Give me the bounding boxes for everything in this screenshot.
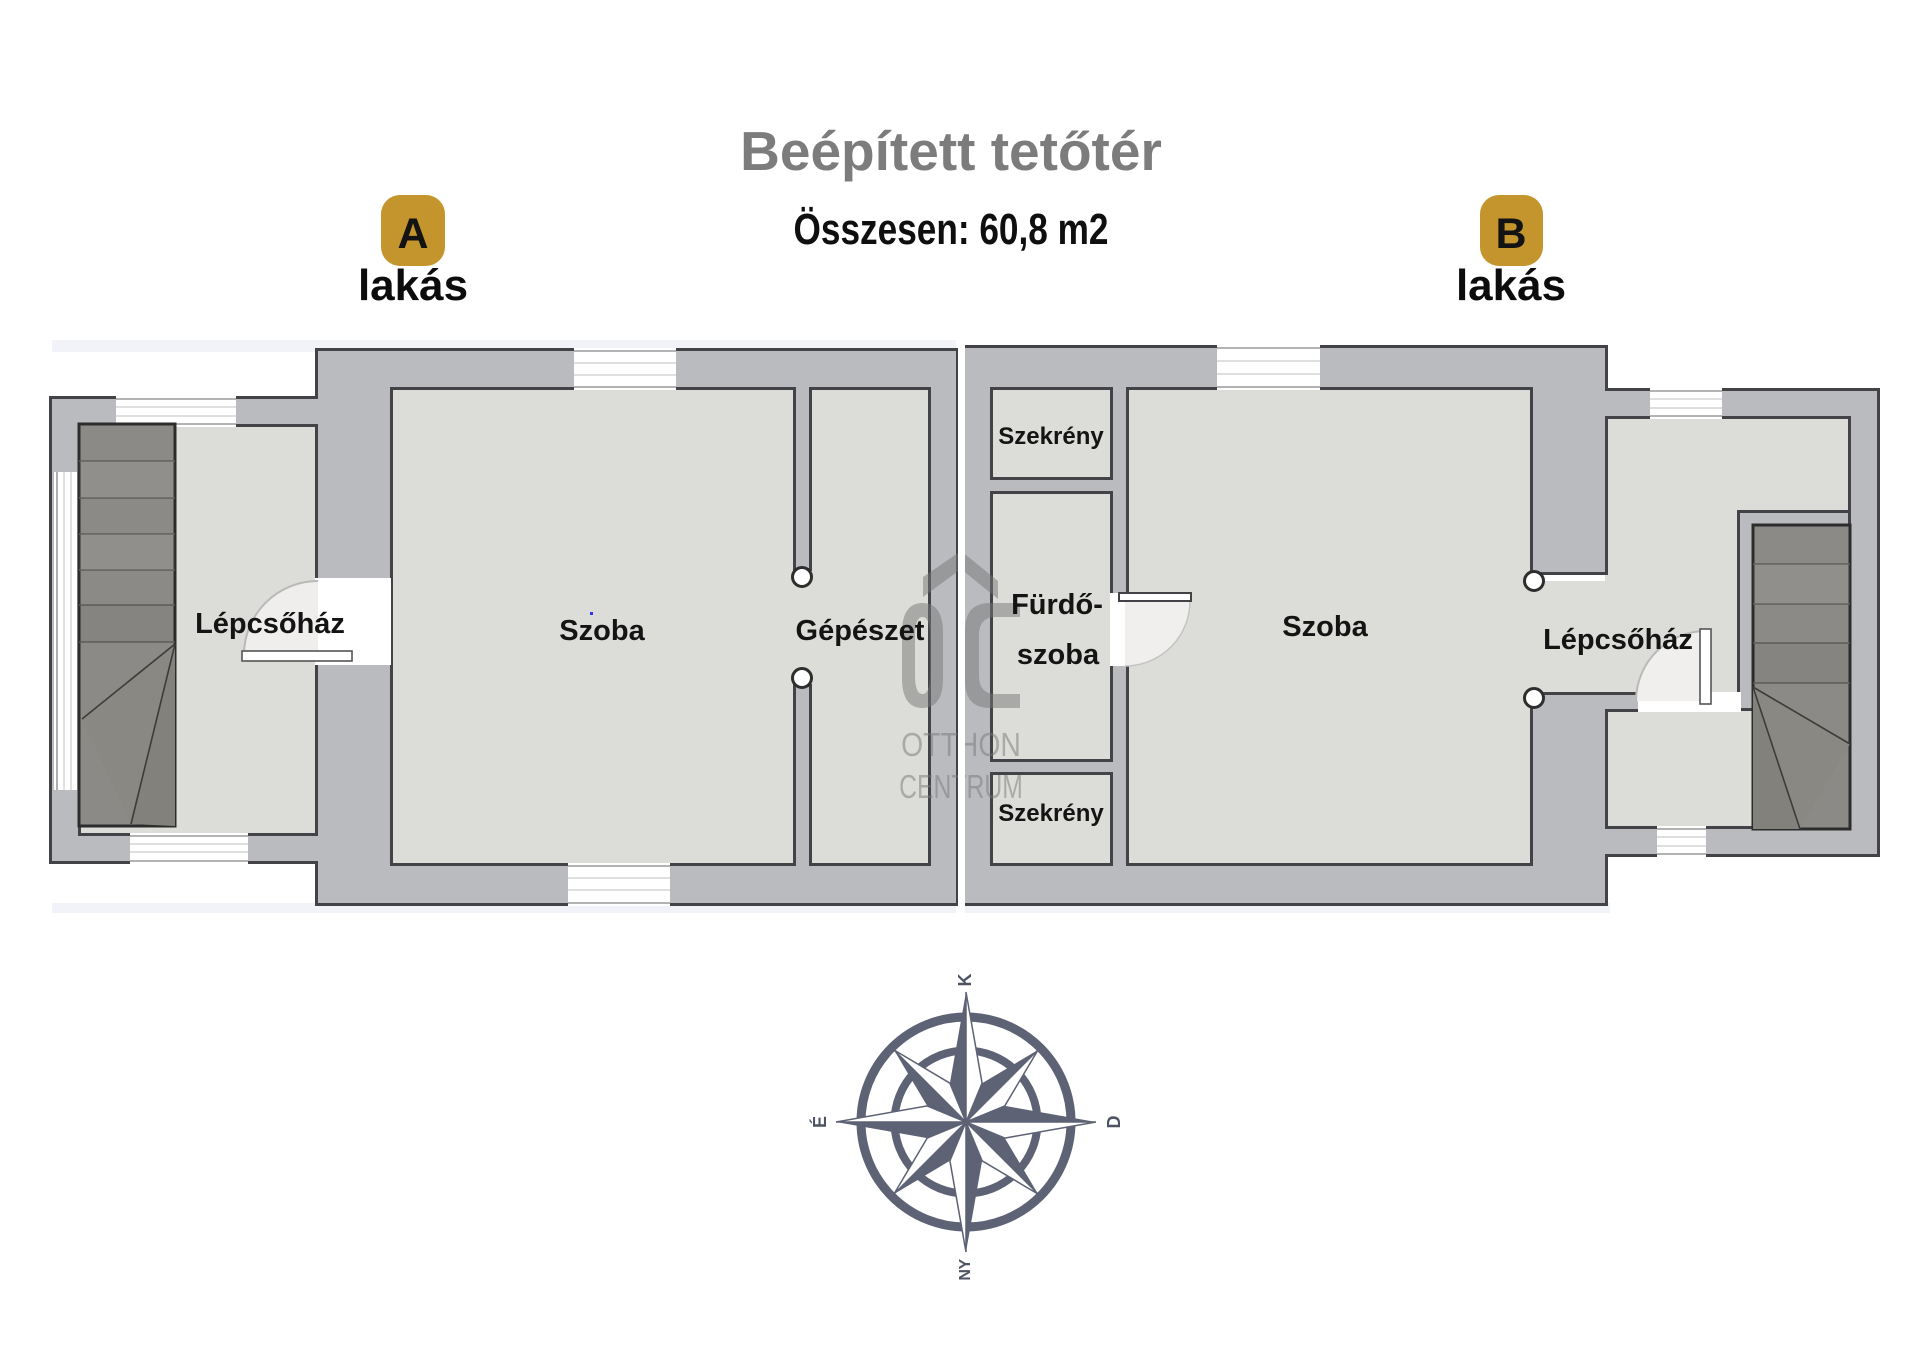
svg-text:Szekrény: Szekrény [998, 800, 1104, 827]
svg-text:A: A [397, 210, 428, 258]
svg-text:K: K [955, 974, 975, 987]
svg-text:Szekrény: Szekrény [998, 423, 1104, 450]
svg-text:B: B [1495, 210, 1526, 258]
svg-text:É: É [809, 1116, 830, 1128]
svg-text:Szoba: Szoba [1282, 611, 1368, 643]
svg-text:Lépcsőház: Lépcsőház [1543, 624, 1693, 656]
svg-text:szoba: szoba [1017, 639, 1100, 671]
svg-text:Gépészet: Gépészet [796, 615, 925, 647]
svg-text:Összesen: 60,8 m2: Összesen: 60,8 m2 [794, 204, 1109, 254]
svg-text:Szoba: Szoba [559, 615, 645, 647]
svg-text:NY: NY [957, 1259, 974, 1281]
svg-text:D: D [1104, 1116, 1124, 1129]
svg-text:Lépcsőház: Lépcsőház [195, 608, 345, 640]
svg-text:lakás: lakás [1456, 261, 1566, 310]
svg-text:lakás: lakás [358, 261, 468, 310]
svg-text:Beépített tetőtér: Beépített tetőtér [740, 120, 1162, 182]
svg-text:Fürdő-: Fürdő- [1011, 589, 1103, 621]
